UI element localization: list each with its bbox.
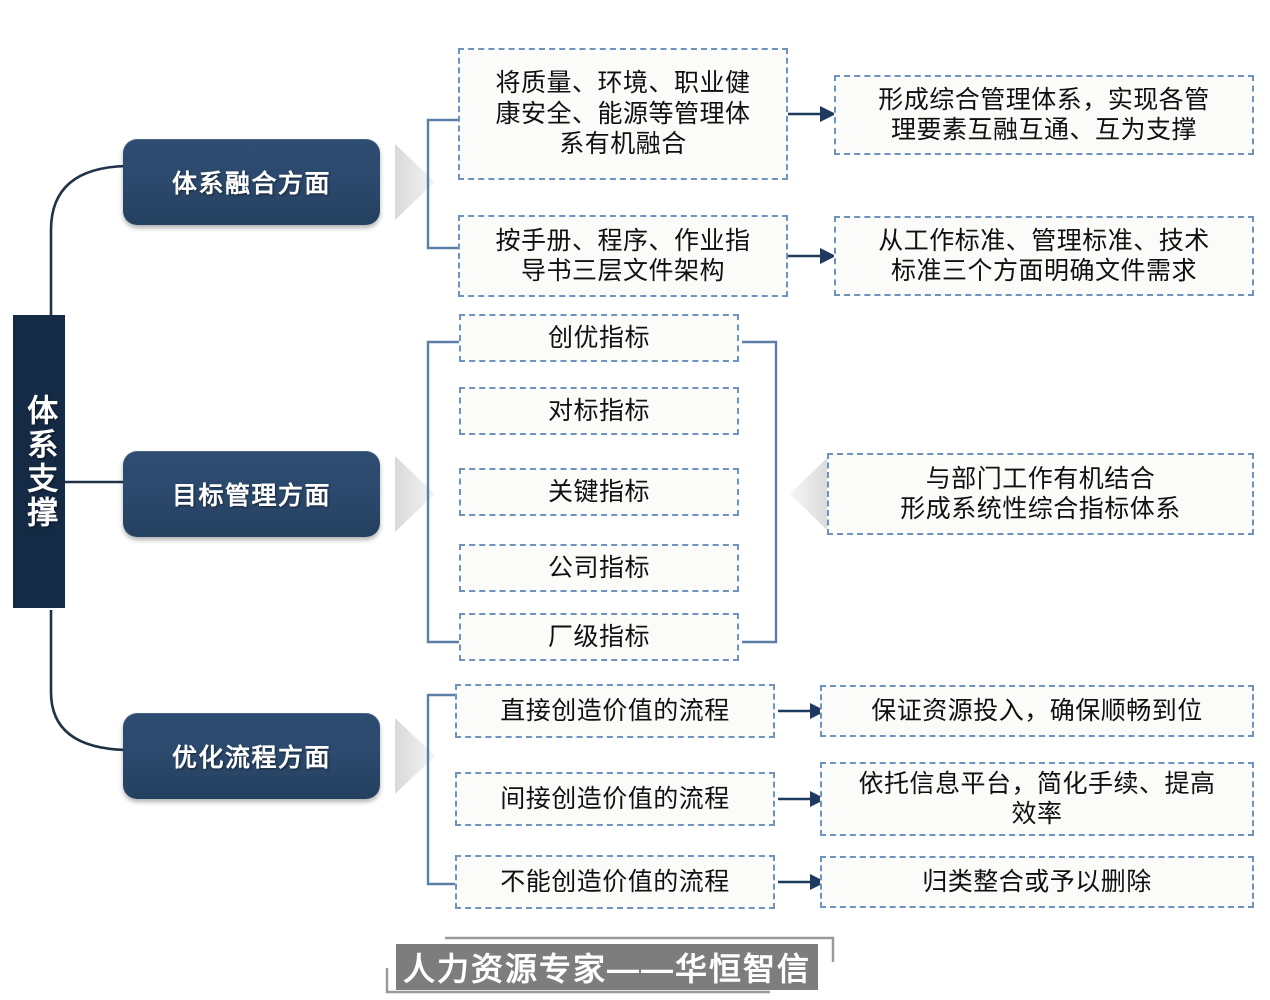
branch-button-label: 目标管理方面: [171, 482, 331, 510]
indicator-box-text: 对标指标: [547, 396, 650, 425]
chevron-right-icon-1: [395, 144, 435, 220]
summary-box-text: 与部门工作有机结合 形成系统性综合指标体系: [900, 464, 1181, 524]
branch-button-system-integration[interactable]: 体系融合方面: [123, 139, 380, 225]
result-box-text: 从工作标准、管理标准、技术 标准三个方面明确文件需求: [878, 226, 1210, 286]
outcome-box-text: 依托信息平台，简化手续、提高 效率: [858, 769, 1216, 829]
outcome-box-text: 归类整合或予以删除: [922, 867, 1152, 896]
branch-button-process-optimization[interactable]: 优化流程方面: [123, 713, 380, 799]
process-box-1: 直接创造价值的流程: [455, 684, 775, 738]
right-arrow-icon-3-3: [778, 874, 826, 890]
outcome-box-text: 保证资源投入，确保顺畅到位: [871, 696, 1203, 725]
right-arrow-icon-1-1: [788, 106, 836, 122]
indicator-box-1: 创优指标: [459, 314, 739, 362]
spine-bar: 体系支撑: [13, 315, 65, 608]
branch-bracket-3: [426, 693, 462, 886]
right-arrow-icon-3-1: [778, 703, 826, 719]
indicator-box-5: 厂级指标: [459, 613, 739, 661]
detail-box-text: 按手册、程序、作业指 导书三层文件架构: [495, 226, 751, 286]
indicator-box-text: 创优指标: [547, 323, 650, 352]
indicator-box-text: 厂级指标: [547, 622, 650, 651]
branch-bracket-2-left: [426, 340, 462, 644]
right-arrow-icon-3-2: [778, 791, 826, 807]
branch-button-label: 优化流程方面: [171, 744, 331, 772]
process-box-text: 不能创造价值的流程: [500, 867, 730, 896]
indicator-box-3: 关键指标: [459, 468, 739, 516]
summary-box-goal-management: 与部门工作有机结合 形成系统性综合指标体系: [827, 453, 1254, 535]
detail-box-1-2: 按手册、程序、作业指 导书三层文件架构: [458, 215, 788, 297]
spine-connector-bottom: [49, 610, 127, 752]
process-box-text: 直接创造价值的流程: [500, 696, 730, 725]
indicator-box-4: 公司指标: [459, 544, 739, 592]
process-box-3: 不能创造价值的流程: [455, 855, 775, 909]
spine-label: 体系支撑: [22, 393, 58, 530]
branch-bracket-2-right: [742, 340, 778, 644]
outcome-box-2: 依托信息平台，简化手续、提高 效率: [820, 762, 1254, 836]
process-box-2: 间接创造价值的流程: [455, 772, 775, 826]
outcome-box-1: 保证资源投入，确保顺畅到位: [820, 685, 1254, 737]
branch-bracket-1: [426, 118, 462, 250]
detail-box-1-1: 将质量、环境、职业健 康安全、能源等管理体 系有机融合: [458, 48, 788, 180]
result-box-1-1: 形成综合管理体系，实现各管 理要素互融互通、互为支撑: [834, 75, 1254, 155]
chevron-right-icon-3: [395, 718, 435, 794]
branch-button-goal-management[interactable]: 目标管理方面: [123, 451, 380, 537]
branch-button-label: 体系融合方面: [171, 170, 331, 198]
spine-connector-top: [49, 164, 127, 325]
footer-text: 人力资源专家——华恒智信: [402, 951, 811, 987]
chevron-right-icon-2: [395, 456, 435, 532]
footer-band: 人力资源专家——华恒智信: [396, 944, 818, 990]
process-box-text: 间接创造价值的流程: [500, 784, 730, 813]
detail-box-text: 将质量、环境、职业健 康安全、能源等管理体 系有机融合: [495, 69, 751, 159]
left-chevron-icon-2: [790, 455, 830, 533]
indicator-box-text: 关键指标: [547, 477, 650, 506]
result-box-1-2: 从工作标准、管理标准、技术 标准三个方面明确文件需求: [834, 216, 1254, 296]
result-box-text: 形成综合管理体系，实现各管 理要素互融互通、互为支撑: [878, 85, 1210, 145]
indicator-box-2: 对标指标: [459, 387, 739, 435]
right-arrow-icon-1-2: [788, 248, 836, 264]
indicator-box-text: 公司指标: [547, 553, 650, 582]
footer-bracket-frame: [385, 936, 835, 994]
outcome-box-3: 归类整合或予以删除: [820, 856, 1254, 908]
